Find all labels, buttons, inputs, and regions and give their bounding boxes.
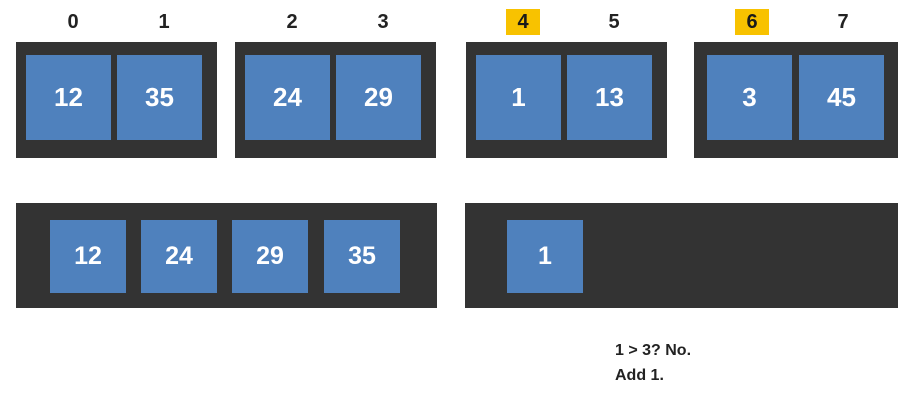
index-label-3: 3: [377, 11, 389, 33]
merged-bucket-left: 12 24 29 35: [16, 203, 437, 308]
index-label-0: 0: [67, 11, 79, 33]
merged-cell-value-29: 29: [232, 220, 308, 293]
merged-cell-value-24: 24: [141, 220, 217, 293]
merged-cell-value-35: 35: [324, 220, 400, 293]
merged-cell-value-1: 1: [507, 220, 583, 293]
cell-value-29: 29: [336, 55, 421, 140]
index-label-2: 2: [286, 11, 298, 33]
index-label-4-highlighted: 4: [506, 9, 540, 35]
index-label-6-highlighted: 6: [735, 9, 769, 35]
cell-value-35: 35: [117, 55, 202, 140]
index-label-5: 5: [608, 11, 620, 33]
cell-value-45: 45: [799, 55, 884, 140]
index-label-7: 7: [837, 11, 849, 33]
cell-value-1: 1: [476, 55, 561, 140]
merged-cell-value-12: 12: [50, 220, 126, 293]
cell-value-13: 13: [567, 55, 652, 140]
bucket-1: 24 29: [235, 42, 436, 158]
cell-value-12: 12: [26, 55, 111, 140]
bucket-3: 3 45: [694, 42, 898, 158]
bucket-2: 1 13: [466, 42, 667, 158]
caption-line-1: 1 > 3? No.: [615, 342, 692, 359]
cell-value-3: 3: [707, 55, 792, 140]
caption-line-2: Add 1.: [615, 367, 664, 384]
cell-value-24: 24: [245, 55, 330, 140]
index-label-1: 1: [158, 11, 170, 33]
merged-bucket-right: 1: [465, 203, 898, 308]
bucket-0: 12 35: [16, 42, 217, 158]
